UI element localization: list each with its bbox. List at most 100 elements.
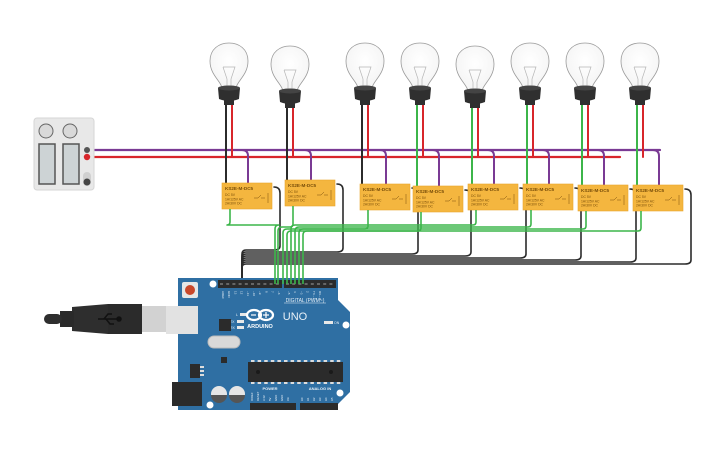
relay-body — [284, 179, 336, 207]
power-pin-label: IOREF — [250, 392, 254, 401]
power-pin-label: Vin — [286, 397, 290, 401]
relay-spec: 2A/30V DC — [471, 203, 489, 207]
light-bulb-icon — [455, 45, 495, 108]
bulbs — [209, 42, 660, 108]
digital-pin-label: RX←0 — [318, 291, 322, 300]
relay-title: KS2E-M-DC5 — [636, 188, 665, 193]
atmega-chip — [248, 362, 343, 382]
relay-spec: 2A/30V DC — [363, 203, 381, 207]
digital-pin-label: ~10 — [252, 291, 256, 296]
relay-purple-wire[interactable] — [597, 149, 605, 186]
relay-spec: 2A/30V DC — [526, 203, 544, 207]
usb-cable[interactable] — [44, 304, 176, 334]
power-supply-icon — [38, 123, 91, 186]
signal-wire[interactable] — [290, 210, 477, 284]
digital-pin-label: ~3 — [299, 291, 303, 295]
power-pin-label: RESET — [256, 391, 260, 401]
relay-spec: DC 5V — [581, 195, 592, 199]
digital-label: DIGITAL (PWM~) — [286, 298, 325, 304]
reset-button-cap — [185, 285, 195, 295]
signal-wire[interactable] — [298, 211, 587, 284]
power-pin-label: 5V — [268, 397, 272, 401]
relay-spec: 1A/125V AC — [363, 198, 382, 202]
digital-pin-label: GND — [227, 291, 231, 299]
led-l — [240, 313, 247, 316]
ground-wire[interactable] — [241, 183, 344, 285]
led-on — [324, 321, 333, 324]
digital-pin-label: TX→1 — [312, 291, 316, 300]
relay-title: KS2E-M-DC5 — [471, 187, 500, 192]
relay-body — [522, 183, 574, 211]
digital-pin-label: 13 — [233, 291, 237, 295]
analog-label: ANALOG IN — [309, 386, 332, 391]
mount-hole — [206, 401, 214, 409]
light-bulb[interactable] — [455, 45, 495, 108]
relay-purple-wire[interactable] — [652, 149, 660, 186]
signal-wire[interactable] — [302, 211, 642, 284]
analog-pin-label: A4 — [324, 397, 328, 401]
signal-wire[interactable] — [294, 210, 532, 284]
digital-pin-label: 2 — [306, 291, 310, 293]
arduino-logo — [245, 308, 275, 322]
light-bulb[interactable] — [565, 42, 605, 105]
digital-pin-label: ~9 — [258, 291, 262, 295]
digital-header-left[interactable] — [218, 280, 282, 288]
arduino-model: UNO — [283, 311, 308, 323]
usb-chip — [219, 319, 231, 331]
digital-pin-label: 4 — [293, 291, 297, 293]
voltage-regulator — [190, 364, 200, 378]
light-bulb[interactable] — [209, 42, 249, 105]
relay-spec: DC 5V — [526, 194, 537, 198]
signal-wire[interactable] — [226, 209, 280, 284]
capacitor — [211, 386, 227, 403]
relay-purple-wire[interactable] — [304, 149, 312, 181]
chip-pins — [251, 360, 341, 384]
relay-purple-wire[interactable] — [379, 149, 387, 185]
relay-spec: 1A/125V AC — [526, 198, 545, 202]
relay-purple-wire[interactable] — [542, 149, 550, 185]
digital-header-right[interactable] — [284, 280, 336, 288]
light-bulb[interactable] — [620, 42, 660, 105]
relay-purple-wire[interactable] — [241, 149, 249, 184]
signal-wire[interactable] — [286, 212, 422, 284]
ground-wire[interactable] — [241, 188, 692, 285]
analog-header[interactable] — [300, 403, 338, 410]
relay-switch-icon — [445, 196, 460, 206]
relay-spec: DC 5V — [225, 193, 236, 197]
power-pin-label: GND — [280, 395, 284, 401]
power-supply[interactable] — [33, 117, 95, 191]
relay-switch-icon — [500, 194, 515, 204]
relay-title: KS2E-M-DC5 — [288, 183, 317, 188]
light-bulb[interactable] — [400, 42, 440, 105]
relay-switch-icon — [392, 194, 407, 204]
light-bulb[interactable] — [510, 42, 550, 105]
relay-switch-icon — [317, 190, 332, 200]
relay-purple-wire[interactable] — [487, 149, 495, 185]
led-l-label: L — [236, 313, 238, 317]
arduino-brand: ARDUINO — [247, 324, 273, 330]
analog-pin-label: A3 — [318, 397, 322, 401]
light-bulb[interactable] — [345, 42, 385, 105]
crystal-oscillator — [207, 335, 241, 349]
relay-body — [221, 182, 273, 210]
power-pin-label: 3.3V — [262, 395, 266, 401]
power-header[interactable] — [250, 403, 296, 410]
mount-hole — [209, 280, 217, 288]
light-bulb[interactable] — [270, 45, 310, 108]
relay-switch-icon — [254, 193, 269, 203]
relay-switch-icon — [610, 195, 625, 205]
light-bulb-icon — [565, 42, 605, 105]
light-bulb-icon — [209, 42, 249, 105]
relay-purple-wire[interactable] — [432, 149, 440, 187]
relay-title: KS2E-M-DC5 — [416, 189, 445, 194]
